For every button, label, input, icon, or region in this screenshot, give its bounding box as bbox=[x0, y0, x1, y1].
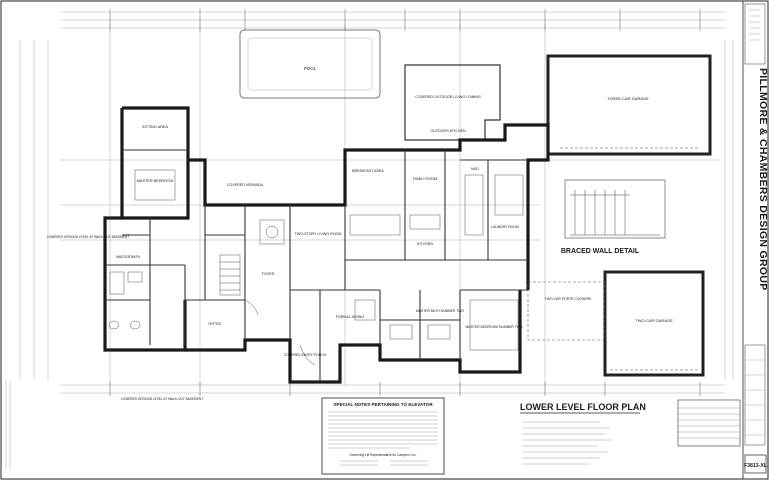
pool-outline bbox=[239, 29, 381, 99]
fixture-details bbox=[108, 169, 524, 366]
office-label: OFFICE bbox=[208, 322, 222, 326]
outdoor-living-outline bbox=[404, 64, 501, 141]
porte-cochere-label: TWO-CAR PORTE COCHERE bbox=[545, 297, 592, 301]
title-block: PILLMORE & CHAMBERS DESIGN GROUP F3813-X… bbox=[744, 3, 769, 474]
living-room-label: TWO-STORY LIVING ROOM bbox=[295, 232, 342, 236]
sitting-area-label: SITTING AREA bbox=[142, 125, 169, 129]
covered-veranda-label: COVERED VERANDA bbox=[227, 183, 264, 187]
formal-dining-label: FORMAL DINING bbox=[336, 315, 365, 319]
basement-note-bottom: LOWERED GROUND LEVEL AT WALK-OUT BASEMEN… bbox=[121, 397, 203, 401]
kitchen-label: KITCHEN bbox=[417, 242, 433, 246]
family-room-label: FAMILY ROOM bbox=[413, 177, 438, 181]
master-bath-2-label: MASTER BATH NUMBER TWO bbox=[416, 309, 465, 313]
dimension-ticks bbox=[109, 9, 701, 396]
foyer-label: FOYER bbox=[262, 272, 275, 276]
laundry-label: LAUNDRY ROOM bbox=[491, 225, 519, 229]
interior-walls bbox=[105, 149, 528, 382]
mud-label: MUD bbox=[471, 167, 479, 171]
contact-heading: Governing Lift Representative for Carlyo… bbox=[349, 453, 416, 457]
left-margin-notes bbox=[5, 380, 11, 470]
garage-top-outline bbox=[546, 54, 712, 156]
breakfast-label: BREAKFAST AREA bbox=[352, 169, 384, 173]
outdoor-kitchen-label: OUTDOOR KITCHEN bbox=[430, 129, 466, 133]
outdoor-living-label: COVERED OUTDOOR LIVING / DINING bbox=[415, 95, 481, 99]
garage-bottom-outline bbox=[603, 270, 705, 377]
sheet-number: F3813-XL bbox=[744, 463, 768, 469]
dimension-lines bbox=[19, 11, 734, 394]
basement-note-top: LOWERED GROUND LEVEL AT WALK-OUT BASEMEN… bbox=[47, 235, 129, 239]
entry-porch-label: COVERED ENTRY PORCH bbox=[284, 353, 327, 357]
porte-cochere-outline bbox=[527, 281, 606, 341]
master-bedroom-left-label: MASTER BEDROOM bbox=[137, 179, 174, 183]
special-notes-box: SPECIAL NOTES PERTAINING TO ELEVATOR Gov… bbox=[321, 397, 445, 475]
pool-inner bbox=[247, 37, 373, 91]
room-labels: SITTING AREA MASTER BEDROOM COVERED VERA… bbox=[47, 125, 592, 401]
garage-bottom-label: TWO-CAR GARAGE bbox=[635, 318, 673, 323]
braced-wall-title: BRACED WALL DETAIL bbox=[561, 248, 640, 255]
pool-label: POOL bbox=[304, 66, 317, 71]
firm-name: PILLMORE & CHAMBERS DESIGN GROUP bbox=[757, 68, 769, 291]
plan-title: LOWER LEVEL FLOOR PLAN bbox=[520, 402, 646, 412]
master-bath-label: MASTER BATH bbox=[116, 255, 140, 259]
garage-top-label: THREE-CAR GARAGE bbox=[607, 96, 649, 101]
master-bedroom-2-label: MASTER BEDROOM NUMBER TWO bbox=[465, 325, 522, 329]
braced-wall-detail: BRACED WALL DETAIL bbox=[561, 179, 666, 255]
special-notes-title: SPECIAL NOTES PERTAINING TO ELEVATOR bbox=[333, 402, 433, 407]
plan-title-block: LOWER LEVEL FLOOR PLAN bbox=[520, 399, 741, 465]
